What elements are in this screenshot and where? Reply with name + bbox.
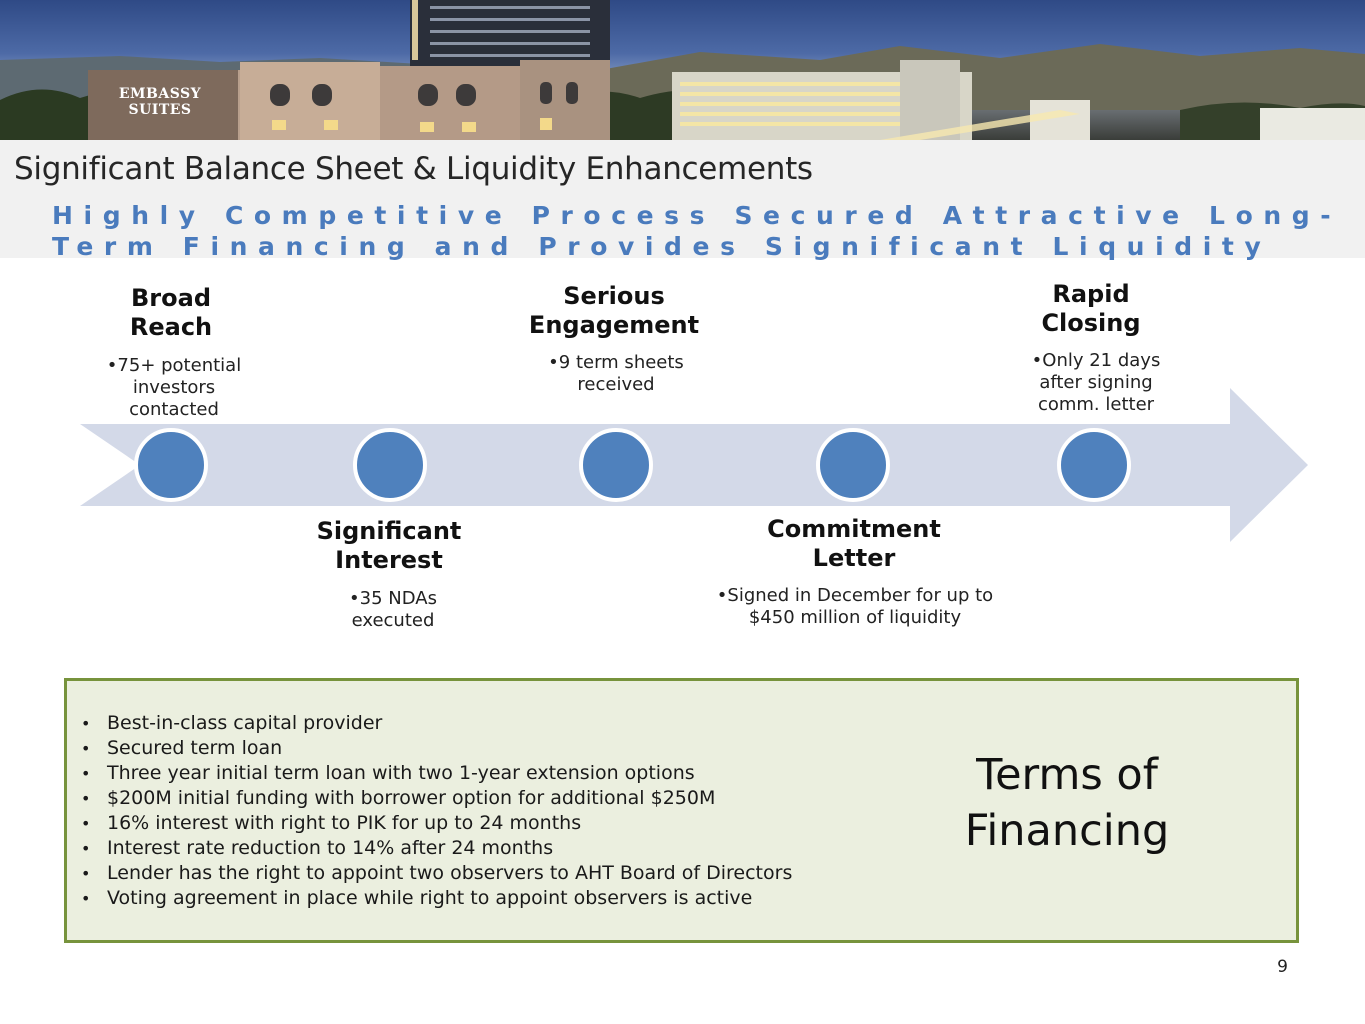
list-item: Three year initial term loan with two 1-… bbox=[81, 761, 792, 786]
header-photo: EMBASSY SUITES bbox=[0, 0, 1365, 140]
step-text-rapid-closing: •Only 21 days after signing comm. letter bbox=[1031, 350, 1161, 415]
terms-of-financing-box: Best-in-class capital provider Secured t… bbox=[64, 678, 1299, 943]
step-heading-commitment-letter: Commitment Letter bbox=[767, 515, 941, 572]
step-marker-4 bbox=[816, 428, 890, 502]
process-arrow-graphic bbox=[80, 388, 1308, 542]
step-marker-3 bbox=[579, 428, 653, 502]
slide-subtitle: Highly Competitive Process Secured Attra… bbox=[52, 201, 1342, 261]
terms-of-financing-title: Terms of Financing bbox=[964, 750, 1170, 856]
step-heading-serious-engagement: Serious Engagement bbox=[528, 282, 700, 339]
terms-bullet-list: Best-in-class capital provider Secured t… bbox=[81, 711, 792, 911]
process-timeline: Broad Reach •75+ potential investors con… bbox=[0, 270, 1365, 650]
step-heading-rapid-closing: Rapid Closing bbox=[1041, 280, 1141, 337]
step-marker-2 bbox=[353, 428, 427, 502]
step-text-commitment-letter: •Signed in December for up to $450 milli… bbox=[716, 585, 994, 628]
step-text-significant-interest: •35 NDAs executed bbox=[349, 588, 437, 631]
list-item: Best-in-class capital provider bbox=[81, 711, 792, 736]
page-number: 9 bbox=[1277, 957, 1288, 977]
list-item: Secured term loan bbox=[81, 736, 792, 761]
process-arrow bbox=[80, 388, 1308, 542]
list-item: Interest rate reduction to 14% after 24 … bbox=[81, 836, 792, 861]
step-text-broad-reach: •75+ potential investors contacted bbox=[106, 355, 242, 420]
step-heading-significant-interest: Significant Interest bbox=[316, 517, 462, 574]
list-item: 16% interest with right to PIK for up to… bbox=[81, 811, 792, 836]
step-text-serious-engagement: •9 term sheets received bbox=[548, 352, 684, 395]
title-band bbox=[0, 140, 1365, 258]
list-item: Lender has the right to appoint two obse… bbox=[81, 861, 792, 886]
step-marker-1 bbox=[134, 428, 208, 502]
step-heading-broad-reach: Broad Reach bbox=[129, 284, 213, 341]
step-marker-5 bbox=[1057, 428, 1131, 502]
list-item: $200M initial funding with borrower opti… bbox=[81, 786, 792, 811]
list-item: Voting agreement in place while right to… bbox=[81, 886, 792, 911]
city-skyline-image bbox=[0, 0, 1365, 140]
embassy-suites-logo: EMBASSY SUITES bbox=[118, 86, 202, 118]
slide-title: Significant Balance Sheet & Liquidity En… bbox=[14, 151, 813, 187]
